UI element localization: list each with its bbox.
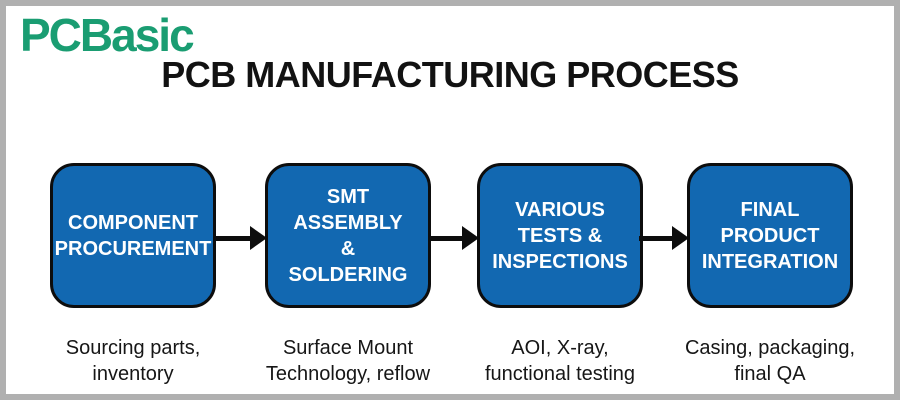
caption-line: functional testing: [484, 363, 636, 385]
step-label-line: VARIOUS: [515, 198, 605, 221]
step-label-line: INSPECTIONS: [492, 250, 628, 273]
step-label-line: TESTS &: [517, 224, 603, 247]
caption-line: Sourcing parts,: [65, 337, 201, 359]
caption-line: inventory: [92, 363, 174, 385]
step-box-component-procurement: COMPONENT PROCUREMENT: [50, 163, 216, 308]
step-caption-final-integration: Casing, packaging, final QA: [655, 335, 885, 387]
pcbasic-logo: PCBasic: [20, 9, 195, 61]
page-title: PCB MANUFACTURING PROCESS: [161, 54, 739, 95]
caption-line: AOI, X-ray,: [511, 337, 609, 359]
caption-line: Technology, reflow: [265, 363, 431, 385]
arrow-right-icon: [639, 226, 689, 250]
step-label-line: FINAL: [740, 198, 800, 221]
logo-text-pcb: PCB: [20, 9, 113, 61]
step-box-smt-assembly-soldering: SMT ASSEMBLY & SOLDERING: [265, 163, 431, 308]
arrow-shaft: [429, 235, 462, 241]
arrow-shaft: [639, 235, 672, 241]
step-label-line: SOLDERING: [288, 263, 408, 286]
arrow-head: [672, 226, 689, 250]
step-label-line: SMT: [326, 185, 370, 208]
caption-line: Casing, packaging,: [684, 337, 856, 359]
arrow-head: [462, 226, 479, 250]
arrow-right-icon: [215, 226, 267, 250]
step-label-line: COMPONENT: [68, 211, 198, 234]
arrow-shaft: [215, 235, 250, 241]
step-caption-smt-assembly: Surface Mount Technology, reflow: [233, 335, 463, 387]
step-label-line: PRODUCT: [720, 224, 820, 247]
logo-text-asic: asic: [111, 9, 195, 61]
arrow-head: [250, 226, 267, 250]
step-box-various-tests-inspections: VARIOUS TESTS & INSPECTIONS: [477, 163, 643, 308]
caption-line: Surface Mount: [282, 337, 414, 359]
step-label-line: INTEGRATION: [701, 250, 839, 273]
step-label-line: ASSEMBLY: [293, 211, 403, 234]
step-box-final-product-integration: FINAL PRODUCT INTEGRATION: [687, 163, 853, 308]
arrow-right-icon: [429, 226, 479, 250]
step-caption-tests-inspections: AOI, X-ray, functional testing: [445, 335, 675, 387]
step-caption-component-procurement: Sourcing parts, inventory: [18, 335, 248, 387]
step-label-line: &: [340, 237, 356, 260]
step-label-line: PROCUREMENT: [54, 237, 212, 260]
caption-line: final QA: [734, 363, 806, 385]
